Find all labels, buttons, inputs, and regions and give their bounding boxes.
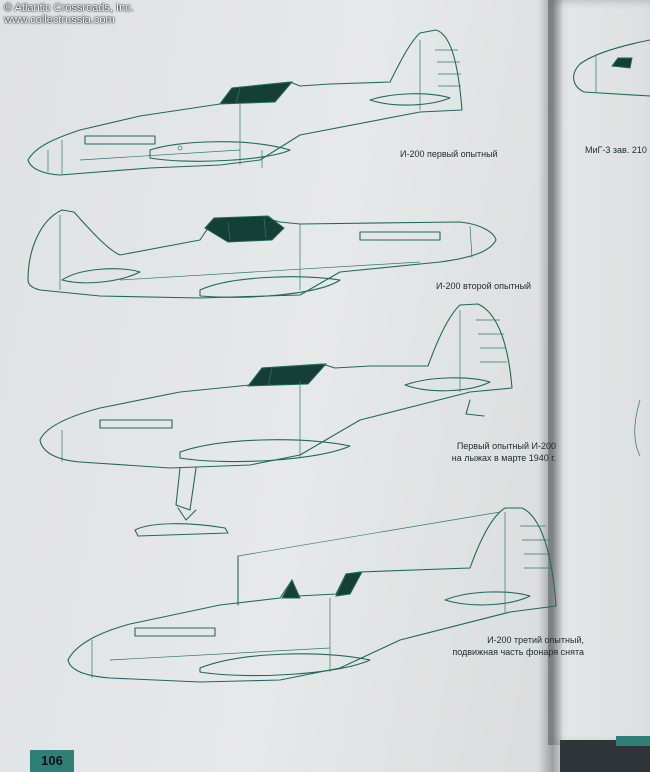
copyright-watermark: © Atlantic Crossroads, Inc. www.collectr… bbox=[4, 2, 134, 26]
left-page bbox=[0, 0, 560, 772]
caption-on-skis: Первый опытный И-200 на лыжах в марте 19… bbox=[432, 440, 556, 464]
mig3-partial-drawing bbox=[573, 39, 650, 457]
aircraft-third-prototype-drawing bbox=[67, 507, 557, 683]
caption-third-prototype: И-200 третий опытный, подвижная часть фо… bbox=[404, 634, 584, 658]
watermark-line-2: www.collectrussia.com bbox=[4, 14, 115, 26]
caption-first-prototype: И-200 первый опытный bbox=[400, 149, 498, 159]
caption-second-prototype: И-200 второй опытный bbox=[436, 281, 532, 291]
caption-third-prototype-line-2: подвижная часть фонаря снята bbox=[452, 647, 584, 657]
right-page bbox=[548, 0, 650, 745]
page-number: 106 bbox=[30, 750, 74, 772]
page-edge-accent bbox=[616, 736, 650, 746]
book-spine-shadow bbox=[538, 0, 562, 772]
caption-mig3-partial: МиГ-3 зав. 210 bbox=[585, 145, 647, 155]
caption-on-skis-line-1: Первый опытный И-200 bbox=[456, 441, 556, 451]
aircraft-second-prototype-drawing bbox=[27, 209, 497, 299]
caption-on-skis-line-2: на лыжах в марте 1940 г. bbox=[451, 453, 556, 463]
caption-third-prototype-line-1: И-200 третий опытный, bbox=[487, 635, 584, 645]
aircraft-first-prototype-drawing bbox=[27, 29, 463, 176]
watermark-line-1: © Atlantic Crossroads, Inc. bbox=[4, 2, 134, 14]
aircraft-on-skis-drawing bbox=[39, 303, 513, 537]
